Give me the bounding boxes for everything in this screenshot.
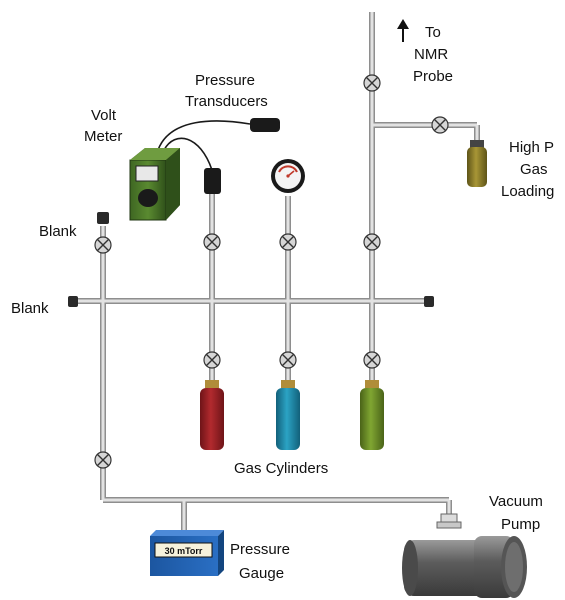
- high-p-gas-loading-label: High P Gas Loading: [501, 139, 558, 200]
- blank-cap-top: [97, 212, 109, 224]
- gas-cylinder-red: [200, 380, 224, 450]
- to-nmr-probe-label: To NMR Probe: [413, 24, 453, 85]
- transducer-wire: [157, 120, 251, 151]
- high-p-gas-cylinder: [467, 140, 487, 187]
- valve-icon: [363, 351, 381, 369]
- pipe-network: [76, 12, 480, 536]
- pressure-gauge-box: [150, 530, 224, 576]
- up-arrow-icon: [397, 19, 409, 42]
- blank-cap-right: [424, 296, 434, 307]
- pressure-transducers-label: Pressure Transducers: [185, 72, 268, 110]
- blank-left-label: Blank: [11, 300, 49, 317]
- volt-meter-label: Volt Meter: [84, 107, 122, 145]
- blank-top-label: Blank: [39, 223, 77, 240]
- gas-cylinder-green: [360, 380, 384, 450]
- valve-icon: [363, 233, 381, 251]
- valve-icon: [203, 233, 221, 251]
- pressure-transducer-inline: [250, 118, 280, 132]
- valve-icon: [279, 351, 297, 369]
- valve-icon: [94, 451, 112, 469]
- volt-meter: [129, 148, 180, 221]
- gas-cylinders-label: Gas Cylinders: [234, 460, 328, 477]
- dial-gauge-icon: [271, 159, 305, 193]
- valve-icon: [94, 236, 112, 254]
- blank-cap-left: [68, 296, 78, 307]
- vacuum-pump: [402, 513, 527, 598]
- pressure-transducer-box: [204, 168, 221, 194]
- vacuum-pump-label: Vacuum Pump: [489, 493, 547, 533]
- transducer-wire: [163, 137, 213, 171]
- valve-icon: [279, 233, 297, 251]
- valve-icon: [203, 351, 221, 369]
- pressure-gauge-label: Pressure Gauge: [230, 541, 294, 582]
- pressure-gauge-readout: 30 mTorr: [165, 546, 203, 556]
- valve-icon: [431, 116, 449, 134]
- valve-icon: [363, 74, 381, 92]
- gas-cylinder-teal: [276, 380, 300, 450]
